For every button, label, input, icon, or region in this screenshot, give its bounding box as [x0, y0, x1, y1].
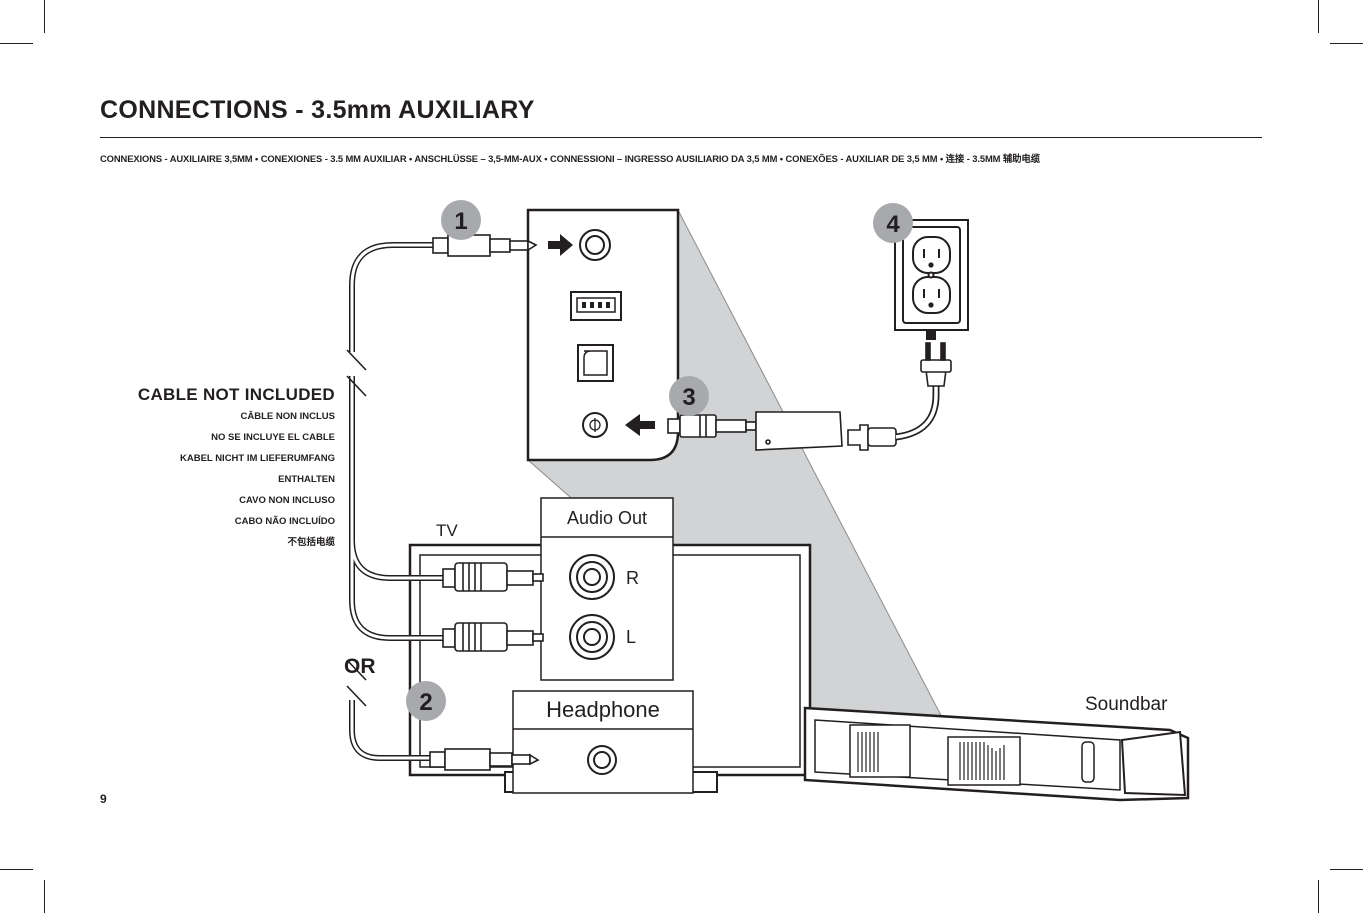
- audio-out-label: Audio Out: [567, 508, 647, 528]
- headphone-panel: [512, 690, 694, 794]
- step-number: 4: [886, 211, 900, 238]
- rca-plug: [442, 562, 544, 592]
- cable-note-translation: 不包括电缆: [287, 537, 335, 548]
- soundbar: [803, 706, 1190, 802]
- page-number: 9: [100, 792, 107, 806]
- or-label: OR: [344, 655, 376, 678]
- headphone-label: Headphone: [546, 697, 660, 722]
- aux-port: [579, 229, 611, 261]
- crop-mark: [1330, 869, 1363, 870]
- port-panel: [526, 208, 680, 462]
- step-badge: 4: [873, 203, 913, 243]
- cable-note-translation: KABEL NICHT IM LIEFERUMFANG: [180, 453, 335, 464]
- cable-note-title: CABLE NOT INCLUDED: [137, 385, 335, 404]
- page-title: CONNECTIONS - 3.5mm AUXILIARY: [100, 96, 535, 124]
- title-divider: [100, 137, 1262, 138]
- step-number: 3: [682, 384, 695, 411]
- step-badge: 2: [406, 681, 446, 721]
- aux-plug: [432, 234, 538, 257]
- cable-note-translation: ENTHALTEN: [278, 474, 335, 485]
- step-badge: 3: [669, 376, 709, 416]
- crop-mark: [1330, 43, 1363, 44]
- left-channel-label: L: [626, 627, 636, 647]
- optical-port: [577, 344, 614, 382]
- cable-note-translation: NO SE INCLUYE EL CABLE: [211, 432, 335, 443]
- cable-note-translation: CAVO NON INCLUSO: [239, 495, 335, 506]
- right-channel-label: R: [626, 568, 639, 588]
- wall-plug: [920, 342, 952, 387]
- cable: [350, 243, 447, 760]
- power-cord: [895, 385, 940, 441]
- power-port: [582, 412, 608, 438]
- step-number: 2: [419, 689, 432, 716]
- power-cord: [895, 385, 938, 439]
- cable-break: [344, 349, 367, 707]
- page-subtitle: CONNEXIONS - AUXILIAIRE 3,5MM • CONEXION…: [100, 153, 1040, 164]
- crop-mark: [1318, 880, 1319, 913]
- power-adapter: [667, 411, 897, 451]
- rca-plug: [442, 622, 544, 652]
- crop-mark: [44, 880, 45, 913]
- audio-out-panel: [540, 497, 674, 681]
- headphone-plug: [429, 748, 540, 771]
- crop-mark: [1318, 0, 1319, 33]
- crop-mark: [0, 43, 33, 44]
- cable-not-included-note: CABLE NOT INCLUDED CÂBLE NON INCLUS NO S…: [138, 384, 335, 553]
- step-number: 1: [454, 208, 467, 235]
- crop-mark: [44, 0, 45, 33]
- soundbar-label: Soundbar: [1085, 694, 1168, 715]
- usb-port: [570, 291, 622, 321]
- wall-outlet: [894, 219, 969, 331]
- cable-note-translation: CÂBLE NON INCLUS: [240, 411, 335, 422]
- cable-note-translation: CABO NÃO INCLUÍDO: [234, 516, 335, 527]
- crop-mark: [0, 869, 33, 870]
- step-badge: 1: [441, 200, 481, 240]
- tv-label: TV: [436, 521, 458, 540]
